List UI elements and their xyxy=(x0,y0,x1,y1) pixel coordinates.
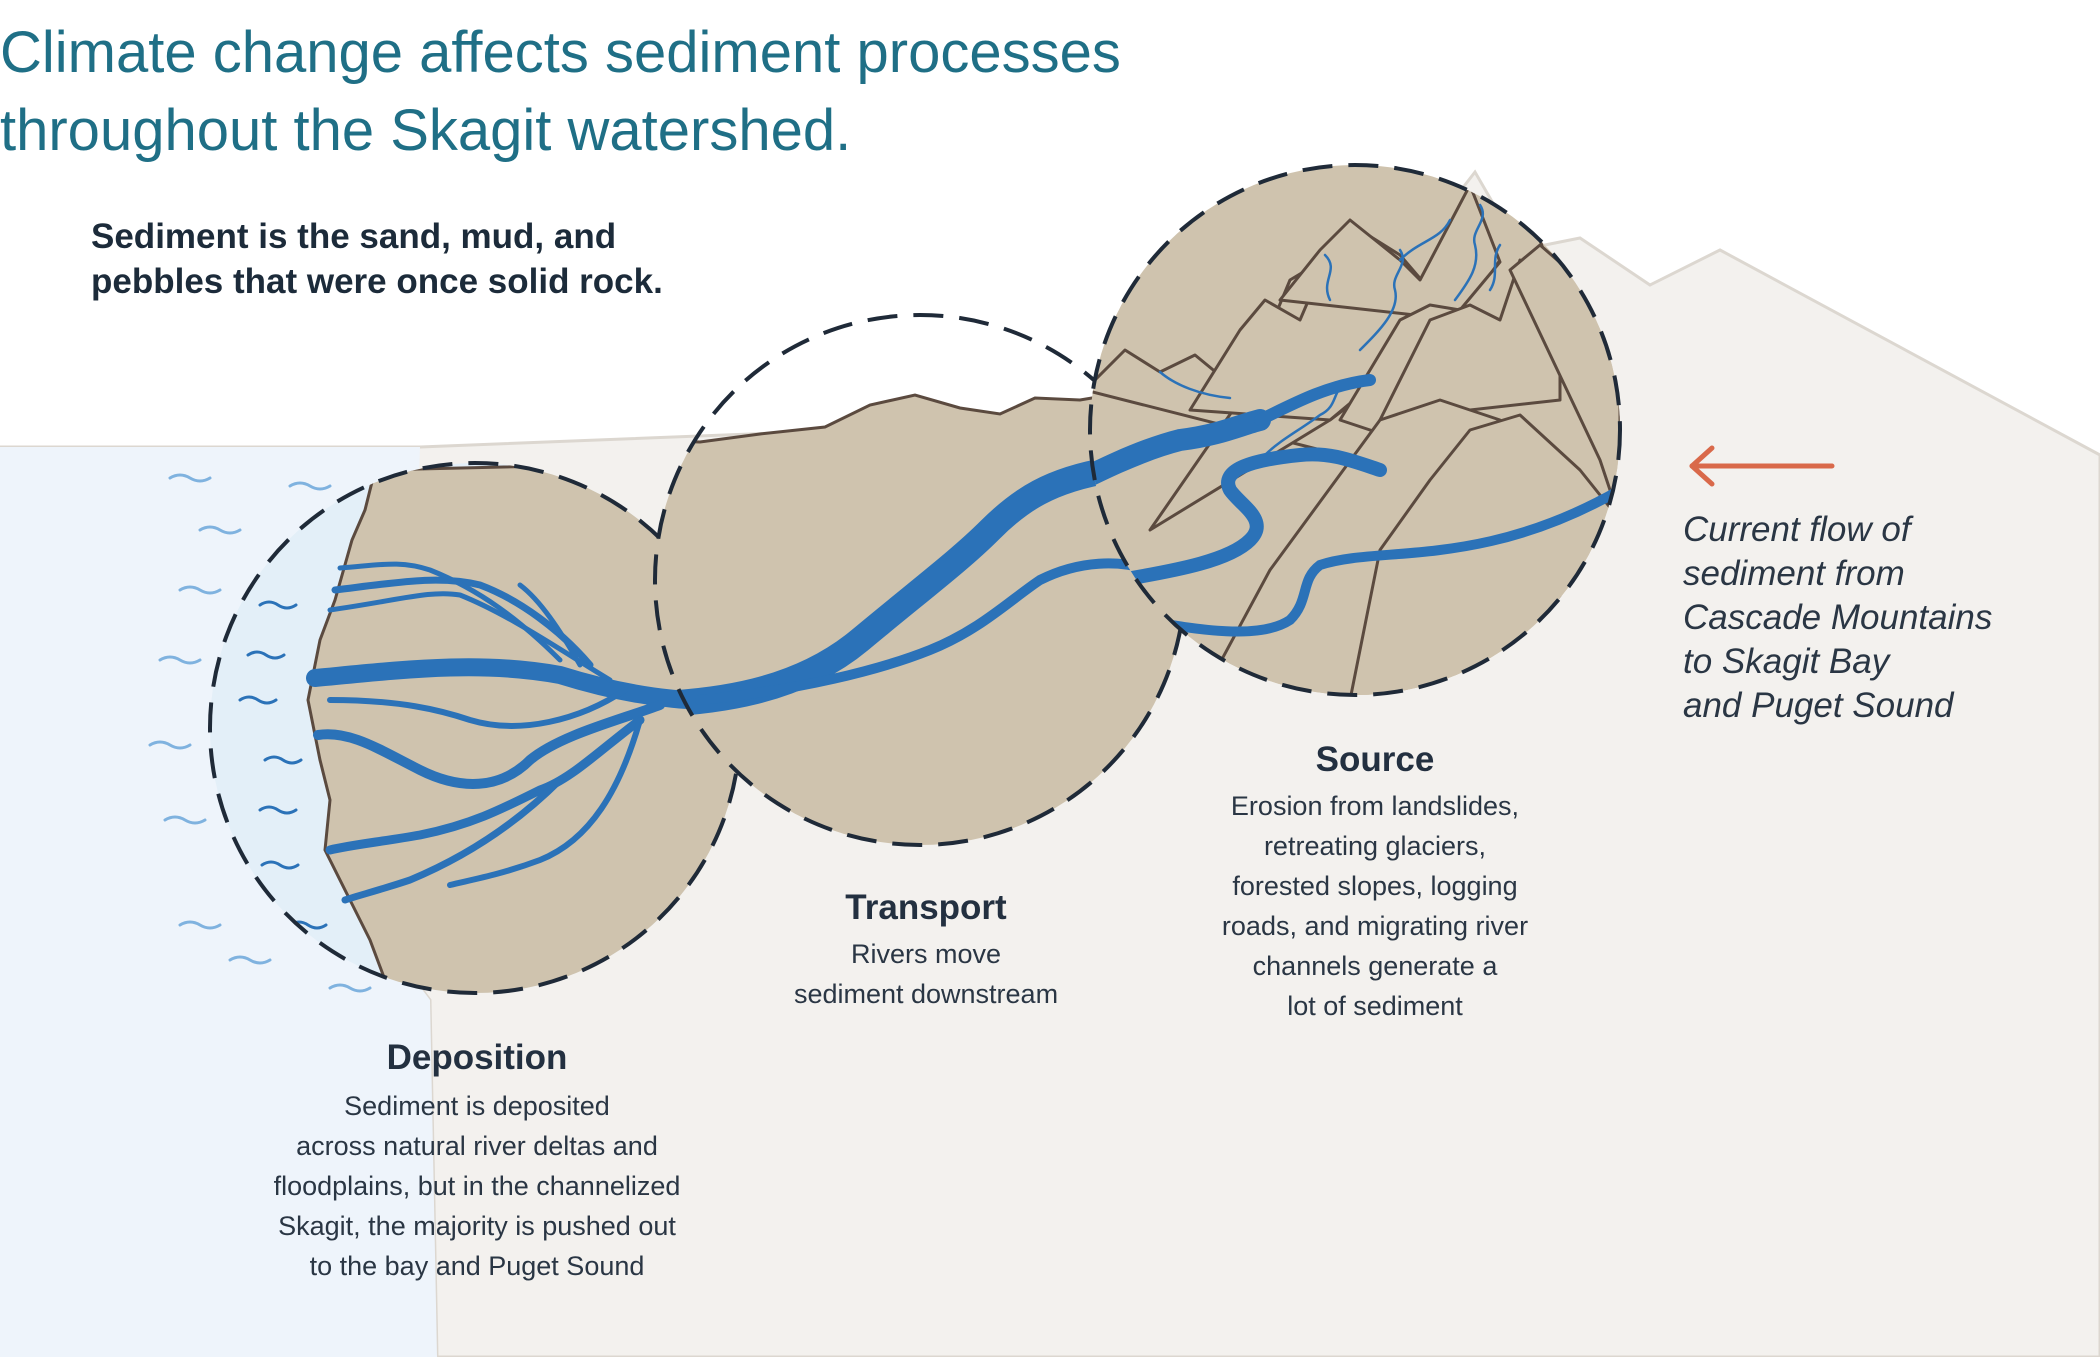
wave-icon xyxy=(148,473,372,993)
deposition-description: Sediment is deposited across natural riv… xyxy=(273,1091,681,1281)
transport-circle xyxy=(653,313,1187,847)
source-river xyxy=(1090,409,1620,637)
page-subtitle: Sediment is the sand, mud, and pebbles t… xyxy=(91,217,663,301)
transport-label: Transport xyxy=(845,888,1007,927)
page-title: Climate change affects sediment processe… xyxy=(0,20,1121,163)
source-circle xyxy=(1088,163,1622,697)
source-label: Source xyxy=(1315,740,1435,779)
transport-river xyxy=(655,457,1155,718)
source-river-main xyxy=(1254,374,1376,426)
left-arrow-icon xyxy=(1689,445,1835,487)
source-description: Erosion from landslides, retreating glac… xyxy=(1221,791,1529,1021)
transport-description: Rivers move sediment downstream xyxy=(793,939,1059,1009)
flow-note: Current flow of sediment from Cascade Mo… xyxy=(1683,510,1993,725)
deposition-label: Deposition xyxy=(386,1038,568,1077)
